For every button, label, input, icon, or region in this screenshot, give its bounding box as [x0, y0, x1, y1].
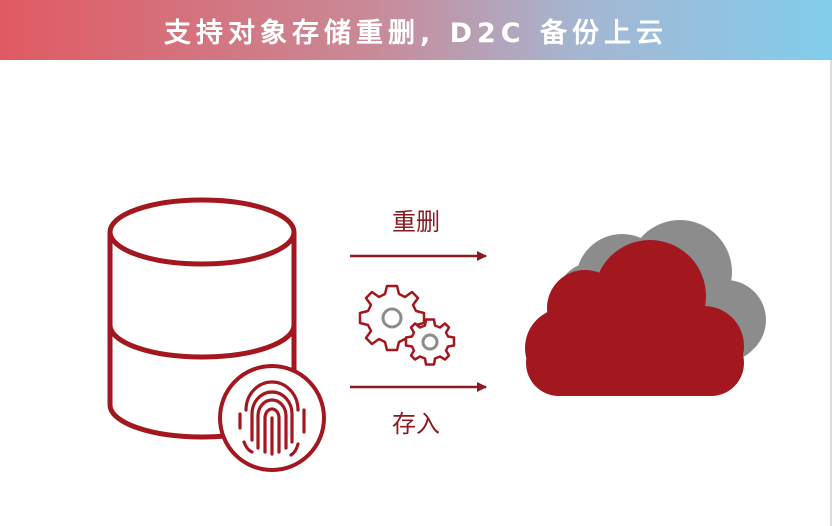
database-top [107, 197, 297, 267]
page-title: 支持对象存储重删, D2C 备份上云 [163, 17, 669, 49]
title-banner: 支持对象存储重删, D2C 备份上云 [0, 0, 832, 60]
cloud-front [525, 240, 744, 396]
fingerprint-icon [218, 364, 326, 472]
database-divider [107, 324, 297, 360]
cloud-icon [525, 220, 766, 396]
gears-icon [358, 284, 456, 366]
gear-small [404, 318, 456, 366]
right-edge-line [830, 60, 832, 526]
store-label: 存入 [392, 410, 440, 438]
dedup-label: 重删 [392, 208, 440, 236]
gear-large [358, 284, 426, 352]
